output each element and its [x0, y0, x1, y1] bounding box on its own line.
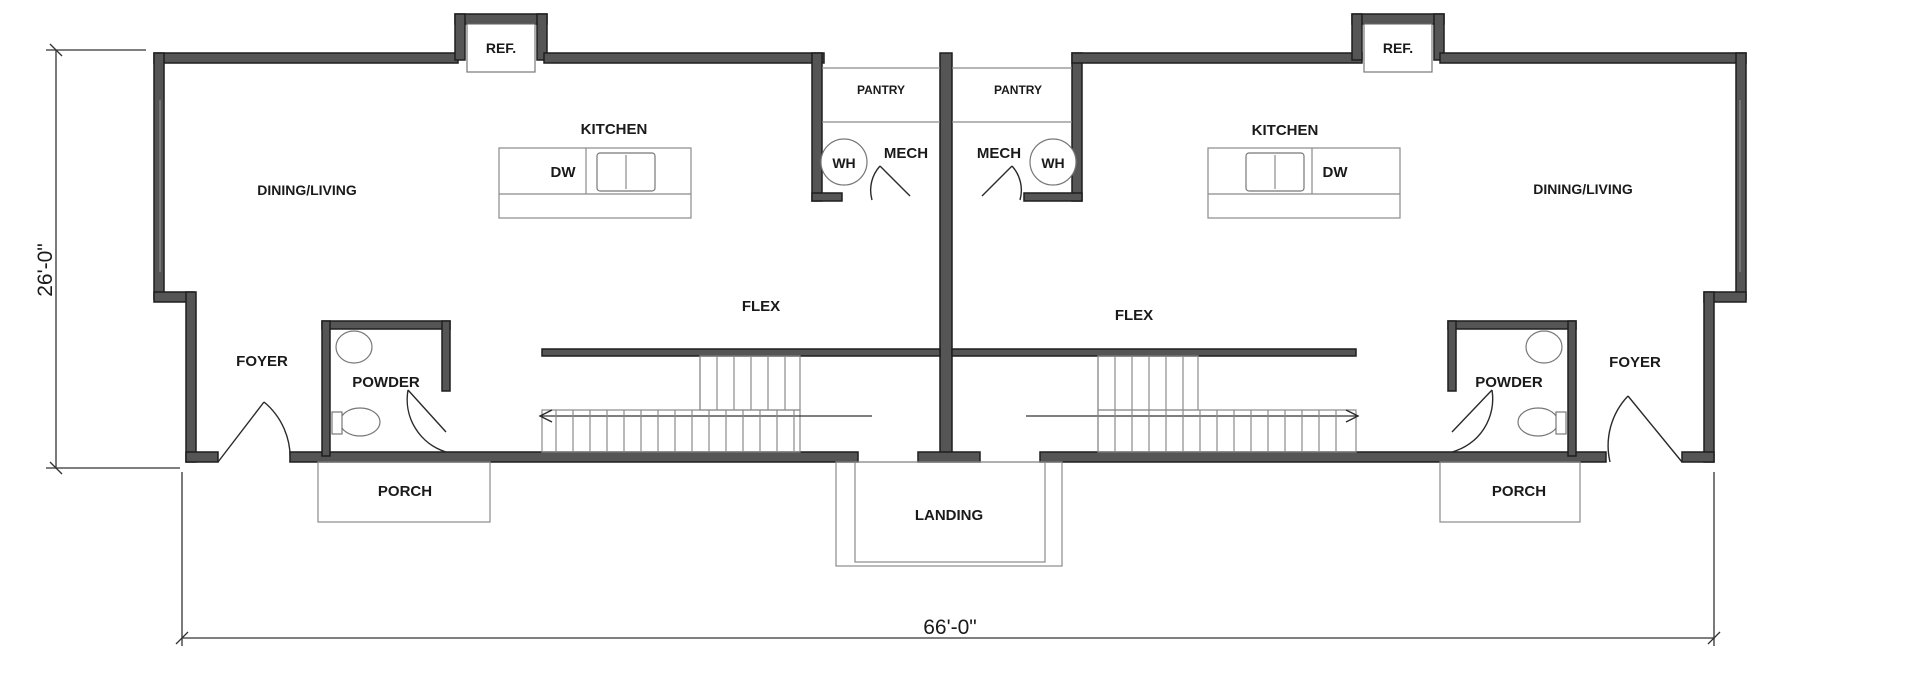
wall-powder-right-r [1567, 320, 1577, 457]
label-flex-right: FLEX [1115, 307, 1153, 324]
ref-right-box [1363, 23, 1433, 73]
toilet-powder-left [339, 407, 381, 437]
wall-top-left-b [543, 52, 825, 64]
label-wh-right: WH [1041, 155, 1064, 171]
wall-powder-right-l [1447, 320, 1457, 392]
label-mech-left: MECH [884, 145, 928, 162]
wall-mech-left-bottom [811, 192, 843, 202]
wall-mech-right-bottom [1023, 192, 1083, 202]
wall-right-upper [1735, 52, 1747, 300]
toilet-tank-right [1555, 411, 1567, 435]
label-pantry-right: PANTRY [994, 83, 1042, 97]
walls [153, 13, 1747, 463]
door-mech-left [869, 165, 911, 201]
door-powder-right [1451, 389, 1494, 453]
dimension-lines [46, 43, 1721, 646]
label-mech-right: MECH [977, 145, 1021, 162]
wall-ref-left-side2 [536, 13, 548, 61]
wall-bottom-right-b [1039, 451, 1607, 463]
door-powder-left [406, 389, 447, 453]
label-porch-left: PORCH [378, 483, 432, 500]
wall-top-right-a [1071, 52, 1363, 64]
wall-ref-right-side1 [1351, 13, 1363, 61]
stairs-right [1026, 355, 1360, 453]
wall-right-lower [1703, 291, 1715, 463]
landing-inner [854, 461, 1046, 563]
door-foyer-left [217, 401, 291, 463]
wall-left-lower [185, 291, 197, 463]
wall-bottom-left-b [289, 451, 859, 463]
label-foyer-left: FOYER [236, 353, 288, 370]
toilet-tank-left [331, 411, 343, 435]
wall-party [939, 52, 953, 454]
water-heater-left [820, 138, 868, 186]
wall-ref-right-side2 [1433, 13, 1445, 61]
door-mech-right [981, 165, 1023, 201]
dim-depth-slash-bottom [49, 461, 63, 475]
toilet-powder-right [1517, 407, 1559, 437]
door-foyer-right [1607, 395, 1683, 463]
kitchen-island-left [498, 147, 692, 219]
wall-ref-right-box [1351, 13, 1445, 25]
wall-powder-right-top [1447, 320, 1577, 330]
label-ref-left: REF. [486, 40, 516, 56]
label-kitchen-right: KITCHEN [1252, 122, 1319, 139]
dim-width-label: 66'-0" [923, 616, 977, 639]
wall-top-left-a [153, 52, 459, 64]
sink-powder-left [335, 330, 373, 364]
label-wh-left: WH [832, 155, 855, 171]
stair-arrowhead-right [1345, 409, 1360, 423]
wall-bottom-left-a [185, 451, 219, 463]
dim-width-slash-left [175, 631, 189, 645]
label-dw-right: DW [1323, 164, 1349, 181]
stair-arrowhead-left [538, 409, 553, 423]
dim-width-slash-right [1707, 631, 1721, 645]
wall-powder-left-l [321, 320, 331, 457]
porch-left-outline [317, 461, 491, 523]
wall-powder-left-r [441, 320, 451, 392]
label-dining-living-left: DINING/LIVING [257, 182, 357, 198]
label-kitchen-left: KITCHEN [581, 121, 648, 138]
wall-pantry-left-outer [811, 52, 823, 202]
thin-lines [159, 67, 1741, 272]
label-foyer-right: FOYER [1609, 354, 1661, 371]
label-porch-right: PORCH [1492, 483, 1546, 500]
wall-ref-left-side1 [454, 13, 466, 61]
wall-top-right-b [1439, 52, 1747, 64]
wall-bottom-right-a [1681, 451, 1715, 463]
dim-depth-slash-top [49, 43, 63, 57]
label-flex-left: FLEX [742, 298, 780, 315]
label-powder-right: POWDER [1475, 374, 1543, 391]
dim-depth-label: 26'-0" [34, 243, 57, 297]
label-ref-right: REF. [1383, 40, 1413, 56]
label-dining-living-right: DINING/LIVING [1533, 181, 1633, 197]
porch-right-outline [1439, 461, 1581, 523]
kitchen-island-right [1207, 147, 1401, 219]
stair-rail-right [951, 348, 1357, 357]
stair-rail-left [541, 348, 941, 357]
water-heater-right [1029, 138, 1077, 186]
ref-left-box [466, 23, 536, 73]
label-pantry-left: PANTRY [857, 83, 905, 97]
label-powder-left: POWDER [352, 374, 420, 391]
sink-powder-right [1525, 330, 1563, 364]
wall-ref-left-box [454, 13, 548, 25]
stairs-left-lower [541, 409, 801, 453]
wall-left-upper [153, 52, 165, 300]
wall-pantry-right-outer [1071, 52, 1083, 202]
wall-powder-left-top [321, 320, 451, 330]
label-dw-left: DW [551, 164, 577, 181]
label-landing: LANDING [915, 507, 983, 524]
wall-party-bottom [917, 451, 981, 463]
